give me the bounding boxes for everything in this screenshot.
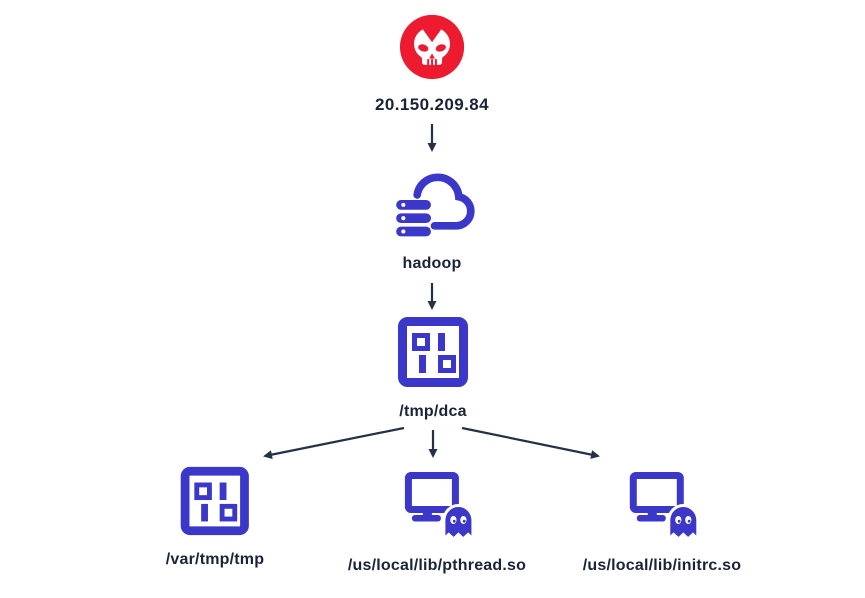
pthread-path-label: /us/local/lib/pthread.so xyxy=(347,557,527,574)
node-hadoop: hadoop xyxy=(389,156,475,273)
hadoop-label: hadoop xyxy=(402,255,462,272)
binary-file-icon xyxy=(178,464,252,538)
edge-dca-tmp xyxy=(263,426,405,460)
node-dca: /tmp/dca xyxy=(395,314,471,421)
initrc-path-label: /us/local/lib/initrc.so xyxy=(582,557,742,574)
node-initrc: /us/local/lib/initrc.so xyxy=(583,464,741,575)
tmp-path-label: /var/tmp/tmp xyxy=(165,551,265,568)
infected-host-ghost-icon xyxy=(622,464,702,544)
node-attacker: 20.150.209.84 xyxy=(375,12,489,115)
dca-path-label: /tmp/dca xyxy=(399,403,467,420)
binary-file-icon xyxy=(395,314,471,390)
attacker-skull-icon xyxy=(397,12,467,82)
attacker-ip-label: 20.150.209.84 xyxy=(375,95,489,114)
edge-dca-initrc xyxy=(461,426,600,459)
node-pthread: /us/local/lib/pthread.so xyxy=(348,464,526,575)
infected-host-ghost-icon xyxy=(397,464,477,544)
node-tmp: /var/tmp/tmp xyxy=(166,464,264,569)
cloud-server-icon xyxy=(389,156,475,242)
